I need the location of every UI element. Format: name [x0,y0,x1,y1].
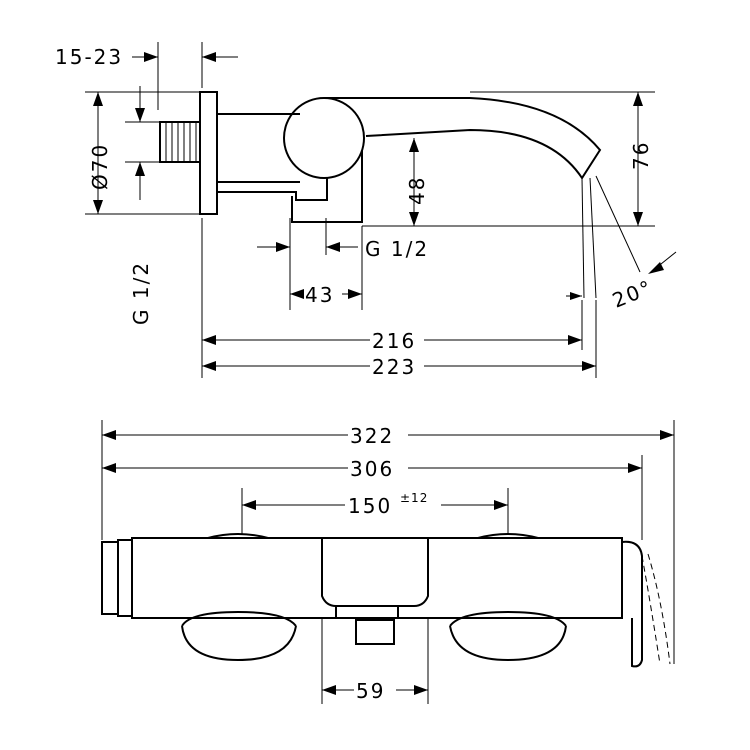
label-length-322: 322 [350,424,394,448]
spout-housing [321,538,429,607]
label-height-76: 76 [629,141,653,170]
dim-wall-depth: 15-23 [55,42,238,110]
dim-height-76: 76 [362,91,655,227]
outlet-nipple [355,619,395,645]
handle-knob [283,97,365,179]
mixer-body [217,113,328,201]
dim-centres: 150 ±12 [241,488,509,534]
label-width-43: 43 [305,283,334,307]
dim-thread-outlet: G 1/2 [257,218,429,310]
spout-end [621,540,643,668]
dim-diameter: Ø70 [85,91,200,215]
handle-left [181,610,297,662]
dim-width-43: 43 [290,226,363,310]
wall-plate [199,91,218,215]
label-diameter: Ø70 [88,143,112,190]
handle-right [449,610,567,662]
dim-thread-left: G 1/2 [125,86,160,325]
dim-outlet-59: 59 [321,618,429,704]
water-stream [581,175,641,299]
label-centres-tolerance: ±12 [400,491,428,505]
label-thread-left: G 1/2 [129,261,153,325]
end-cap-left [101,541,119,615]
label-angle: 20° [609,275,656,313]
side-view: 15-23 Ø70 G 1/2 76 [55,42,677,379]
label-length-306: 306 [350,457,394,481]
label-outlet-59: 59 [356,679,385,703]
label-thread-outlet: G 1/2 [365,237,429,261]
spout [324,97,602,180]
dim-length-306: 306 [102,455,643,540]
label-centres: 150 [348,494,392,518]
front-view: 322 306 150 ±12 [101,420,675,704]
label-wall-depth: 15-23 [55,45,123,69]
dim-height-48: 48 [405,138,429,226]
dim-reach: 216 223 [201,218,597,379]
thread-hatching [165,122,197,162]
label-height-48: 48 [405,176,429,205]
label-reach-223: 223 [372,355,416,379]
dim-length-322: 322 [101,420,675,664]
label-reach-216: 216 [372,329,416,353]
